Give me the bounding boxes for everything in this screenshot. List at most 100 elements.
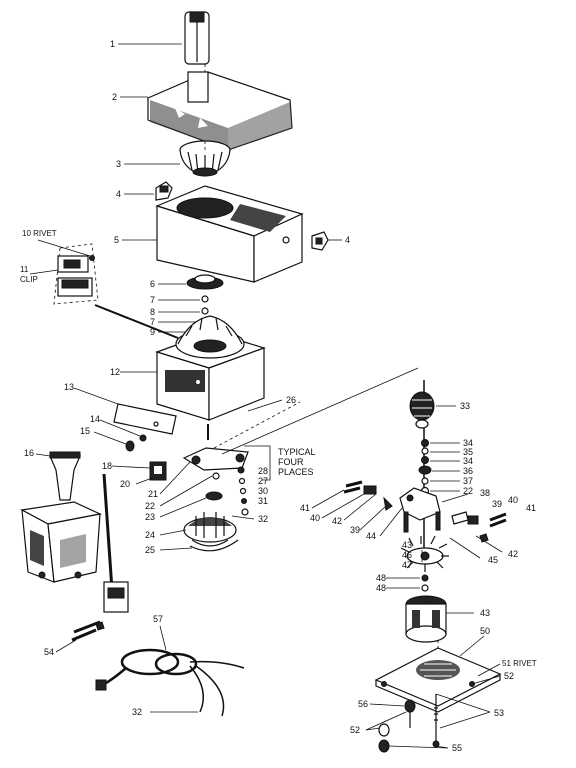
callout-32: 32 [258, 514, 268, 524]
callout-51: 51 RIVET [502, 659, 537, 668]
callout-44: 44 [366, 531, 376, 541]
callout-23: 23 [145, 512, 155, 522]
leader-32 [231, 515, 255, 520]
callout-40a: 40 [508, 495, 518, 505]
latch-left-part [155, 181, 173, 201]
leader-20 [135, 477, 153, 485]
callout-57: 57 [153, 614, 163, 624]
callout-32b: 32 [132, 707, 142, 717]
callout-11: 11 [20, 265, 29, 274]
leader-51 [477, 663, 501, 677]
callout-48a: 48 [376, 573, 386, 583]
callout-30: 30 [258, 486, 268, 496]
callout-46: 46 [402, 550, 412, 560]
callout-12: 12 [110, 367, 120, 377]
motor-base-part [155, 315, 266, 421]
leader-44 [379, 507, 403, 537]
typical-line-3: PLACES [278, 467, 314, 477]
callout-27: 27 [258, 476, 268, 486]
leader-55a [387, 745, 449, 749]
base-plate-part [374, 647, 502, 713]
callout-33: 33 [460, 401, 470, 411]
nameplate-part [113, 403, 177, 452]
callout-20: 20 [120, 479, 130, 489]
callout-clip: CLIP [20, 275, 38, 284]
leader-45 [449, 537, 481, 559]
callout-22: 22 [145, 501, 155, 511]
cutout-part [71, 473, 129, 642]
callout-18: 18 [102, 461, 112, 471]
callout-6: 6 [150, 279, 155, 289]
leader-40b [321, 493, 365, 519]
leader-26 [247, 399, 283, 412]
callout-7b: 7 [150, 317, 155, 327]
leader-24 [159, 529, 187, 536]
leader-10 [37, 239, 91, 257]
callout-52b: 52 [350, 725, 360, 735]
callout-35: 35 [463, 447, 473, 457]
typical-line-2: FOUR [278, 457, 304, 467]
leader-23 [159, 497, 207, 518]
callout-43b: 43 [480, 608, 490, 618]
leader-56 [369, 703, 405, 707]
leader-52b-2 [365, 727, 381, 731]
callout-54: 54 [44, 647, 54, 657]
callout-16: 16 [24, 448, 34, 458]
callout-34a: 34 [463, 438, 473, 448]
callout-4a: 4 [116, 189, 121, 199]
callout-1: 1 [110, 39, 115, 49]
callout-4b: 4 [345, 235, 350, 245]
clip-detail-part [53, 243, 99, 305]
callout-22b: 22 [463, 486, 473, 496]
callout-50: 50 [480, 626, 490, 636]
callout-36: 36 [463, 466, 473, 476]
callout-7a: 7 [150, 295, 155, 305]
brush-holder-part [343, 480, 507, 533]
callout-25: 25 [145, 545, 155, 555]
callout-53: 53 [494, 708, 504, 718]
callout-14: 14 [90, 414, 100, 424]
callout-52a: 52 [504, 671, 514, 681]
callout-5: 5 [114, 235, 119, 245]
callout-41a: 41 [526, 503, 536, 513]
leader-55b [435, 745, 449, 749]
callout-2: 2 [112, 92, 117, 102]
callout-48b: 48 [376, 583, 386, 593]
leader-57 [159, 625, 167, 651]
callout-39a: 39 [492, 499, 502, 509]
typical-line-1: TYPICAL [278, 447, 316, 457]
drive-assembly-part [182, 424, 249, 552]
callout-43a: 43 [402, 540, 412, 550]
leader-41b [311, 489, 345, 509]
leader-22 [159, 475, 213, 507]
latch-right-part [311, 231, 329, 251]
callout-45: 45 [488, 555, 498, 565]
callout-38: 38 [480, 488, 490, 498]
callout-24: 24 [145, 530, 155, 540]
callout-42a: 42 [332, 516, 342, 526]
leader-16 [35, 453, 51, 457]
callout-40b: 40 [310, 513, 320, 523]
leader-21 [159, 461, 191, 495]
leader-11 [29, 269, 59, 275]
filter-basket-part [179, 140, 231, 177]
leader-26-guide [213, 401, 301, 449]
power-cord-part [95, 648, 245, 717]
housing-part [155, 185, 304, 283]
leader-15 [93, 431, 127, 445]
switch-part [149, 461, 167, 481]
cover-part [147, 71, 293, 151]
guide-line [221, 367, 419, 455]
feet-part [378, 694, 440, 753]
callout-15: 15 [80, 426, 90, 436]
leader-52b-1 [365, 711, 407, 731]
callout-9: 9 [150, 327, 155, 337]
leader-25 [159, 547, 193, 551]
leader-42a [343, 493, 377, 521]
callout-28: 28 [258, 466, 268, 476]
fan-part [400, 535, 449, 592]
pusher-part [184, 11, 210, 65]
callout-10: 10 RIVET [22, 229, 57, 238]
leader-18 [111, 465, 151, 469]
